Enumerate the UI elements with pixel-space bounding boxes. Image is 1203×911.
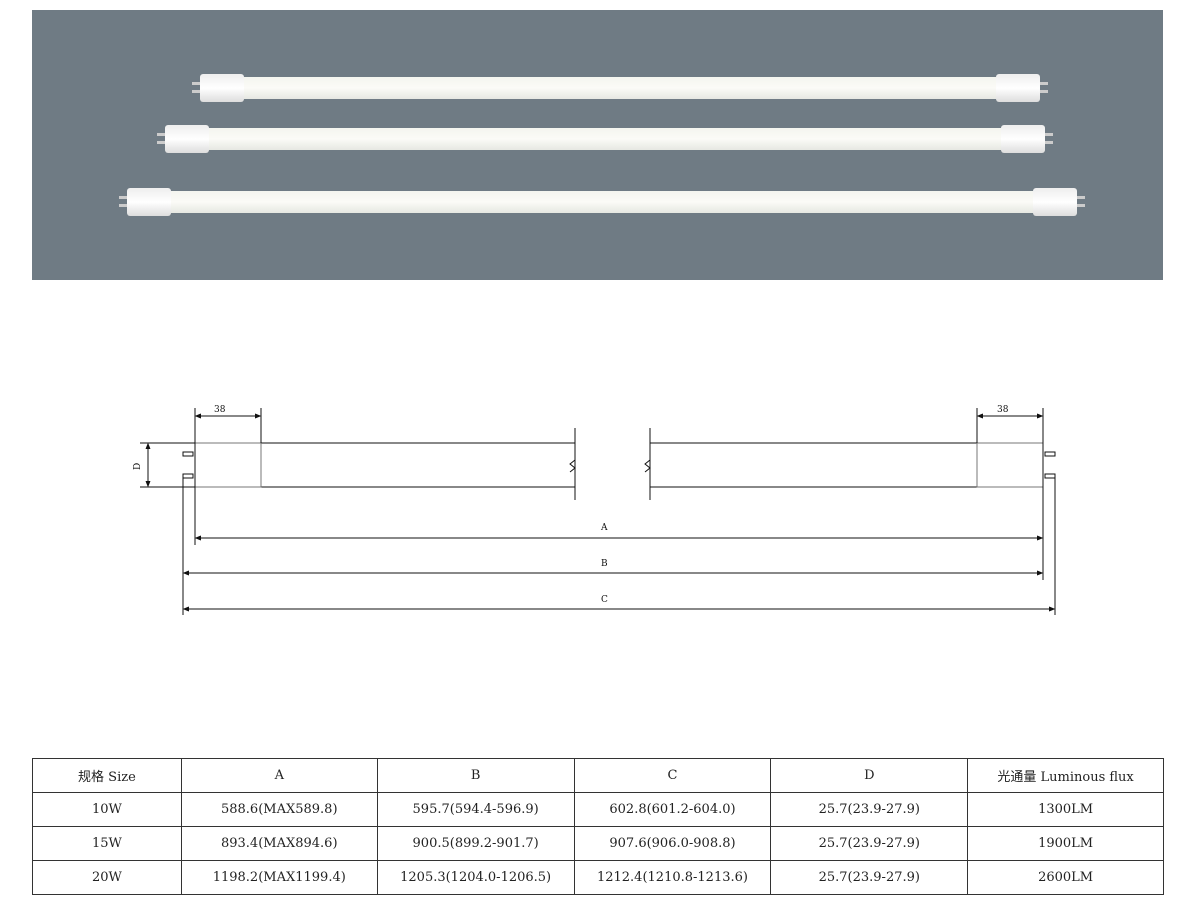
cell: 1205.3(1204.0-1206.5)	[376, 860, 575, 895]
cell: 1300LM	[967, 792, 1164, 827]
product-photo	[32, 10, 1163, 280]
cell: 602.8(601.2-604.0)	[573, 792, 772, 827]
label-38-right: 38	[997, 405, 1009, 415]
dimension-diagram: 38 38 D A B C	[133, 405, 1056, 615]
cell: 1900LM	[967, 826, 1164, 861]
cell: 893.4(MAX894.6)	[180, 826, 378, 861]
tube-10w	[192, 74, 1048, 102]
cell: 1198.2(MAX1199.4)	[180, 860, 378, 895]
header-d: D	[770, 758, 969, 793]
cell: 15W	[32, 826, 182, 861]
cell: 20W	[32, 860, 182, 895]
cell: 900.5(899.2-901.7)	[376, 826, 575, 861]
cell: 25.7(23.9-27.9)	[770, 792, 969, 827]
cell: 1212.4(1210.8-1213.6)	[573, 860, 772, 895]
tube-left-half	[140, 428, 576, 500]
tube-20w	[119, 188, 1085, 216]
label-a: A	[600, 523, 608, 533]
header-a: A	[180, 758, 378, 793]
cell: 25.7(23.9-27.9)	[770, 860, 969, 895]
label-38-left: 38	[214, 405, 226, 415]
label-c: C	[601, 595, 608, 605]
label-d: D	[133, 463, 143, 470]
cell: 595.7(594.4-596.9)	[376, 792, 575, 827]
table-header-row: 规格 Size A B C D 光通量 Luminous flux	[32, 758, 1164, 793]
label-b: B	[601, 559, 608, 569]
header-flux: 光通量 Luminous flux	[967, 758, 1164, 793]
cell: 588.6(MAX589.8)	[180, 792, 378, 827]
header-c: C	[573, 758, 772, 793]
cell: 2600LM	[967, 860, 1164, 895]
cell: 10W	[32, 792, 182, 827]
cell: 25.7(23.9-27.9)	[770, 826, 969, 861]
tube-right-half	[644, 428, 1056, 500]
extension-lines	[182, 408, 1056, 615]
tube-15w	[157, 125, 1053, 153]
cell: 907.6(906.0-908.8)	[573, 826, 772, 861]
header-b: B	[376, 758, 575, 793]
header-size: 规格 Size	[32, 758, 182, 793]
